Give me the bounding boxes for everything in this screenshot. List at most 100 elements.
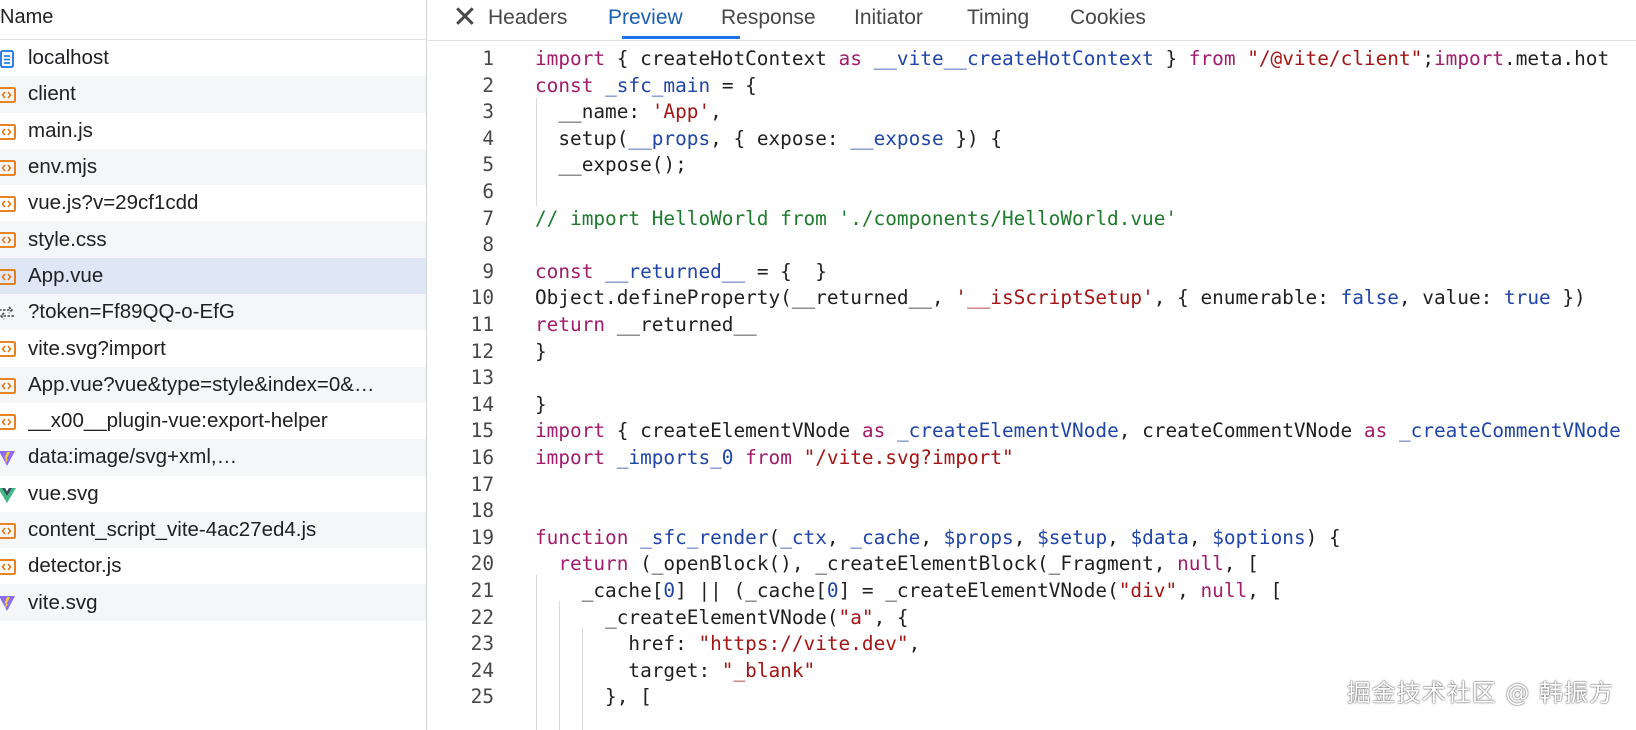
name-column-header[interactable]: Name <box>0 0 426 40</box>
code-token: } <box>535 392 547 416</box>
line-number: 17 <box>470 472 494 496</box>
code-token: __returned__ <box>605 259 746 283</box>
tab-response[interactable]: Response <box>721 6 816 29</box>
line-number: 6 <box>482 180 494 203</box>
code-token: { createHotContext <box>605 47 839 70</box>
code-text: return (_openBlock(), _createElementBloc… <box>535 550 1258 578</box>
request-row[interactable]: client <box>0 76 426 113</box>
close-icon[interactable]: ✕ <box>452 1 478 34</box>
line-number: 25 <box>470 685 494 709</box>
line-number: 23 <box>470 632 494 656</box>
code-token: as <box>838 47 862 70</box>
code-text: const __returned__ = { } <box>535 258 827 286</box>
line-number: 8 <box>482 233 494 257</box>
script-icon <box>0 86 18 104</box>
code-token: '__isScriptSetup' <box>955 286 1154 310</box>
line-number: 20 <box>470 552 494 576</box>
watermark: 掘金技术社区 @ 韩振方 <box>1346 679 1614 707</box>
script-icon <box>0 522 18 540</box>
request-row[interactable]: main.js <box>0 113 426 149</box>
line-number: 24 <box>470 658 494 682</box>
code-text: }, [ <box>535 683 652 711</box>
request-row[interactable]: __x00__plugin-vue:export-helper <box>0 403 426 439</box>
code-text: const _sfc_main = { <box>535 72 757 100</box>
indent-guide <box>536 98 537 206</box>
indent-guide <box>536 575 537 730</box>
code-token: 'App' <box>651 100 711 124</box>
line-number: 4 <box>482 126 494 150</box>
code-token: null <box>1200 579 1248 602</box>
line-number: 13 <box>470 366 494 390</box>
script-icon <box>0 377 18 395</box>
request-row[interactable]: vue.svg <box>0 476 426 512</box>
code-token: _sfc_render <box>640 525 769 549</box>
code-line: 6 <box>428 178 1636 206</box>
code-token: // import HelloWorld from './components/… <box>535 206 1178 230</box>
tab-preview[interactable]: Preview <box>608 6 683 29</box>
request-name: __x00__plugin-vue:export-helper <box>28 409 328 433</box>
code-token: "a" <box>838 605 874 629</box>
code-token: , { <box>873 605 909 629</box>
code-token <box>862 47 874 70</box>
code-text: import { createHotContext as __vite__cre… <box>535 45 1609 73</box>
code-token: _ctx <box>780 525 827 549</box>
request-row[interactable]: App.vue?vue&type=style&index=0&… <box>0 366 426 403</box>
code-token: __expose(); <box>535 153 687 177</box>
tab-timing[interactable]: Timing <box>967 6 1030 29</box>
request-row[interactable]: data:image/svg+xml,… <box>0 439 426 476</box>
code-line: 12} <box>428 338 1636 366</box>
code-token: = { } <box>745 259 827 283</box>
code-token: ( <box>768 525 781 549</box>
request-row[interactable]: App.vue <box>0 257 426 295</box>
code-token <box>593 74 605 97</box>
request-row[interactable]: localhost <box>0 40 426 76</box>
tab-headers[interactable]: Headers <box>488 6 568 29</box>
code-line: 5 __expose(); <box>428 151 1636 179</box>
vue-logo-icon <box>0 486 18 504</box>
request-row[interactable]: style.css <box>0 221 426 258</box>
request-row[interactable]: vue.js?v=29cf1cdd <box>0 185 426 221</box>
request-row[interactable]: ?token=Ff89QQ-o-EfG <box>0 294 426 331</box>
tab-cookies[interactable]: Cookies <box>1070 6 1146 29</box>
code-text: function _sfc_render(_ctx, _cache, $prop… <box>535 524 1341 552</box>
code-token <box>605 446 617 469</box>
code-token: "_blank" <box>721 658 816 682</box>
code-text: _createElementVNode("a", { <box>535 604 909 632</box>
request-name: client <box>28 82 76 106</box>
request-row[interactable]: vite.svg?import <box>0 330 426 366</box>
code-text: _cache[0] || (_cache[0] = _createElement… <box>535 577 1283 605</box>
request-row[interactable]: content_script_vite-4ac27ed4.js <box>0 511 426 549</box>
code-line: 25 }, [ <box>428 683 1636 711</box>
indent-guide <box>582 628 583 730</box>
code-token: const <box>535 259 594 283</box>
line-number: 5 <box>482 153 494 177</box>
code-token: _imports_0 <box>616 446 734 469</box>
request-name: vue.svg <box>28 481 99 505</box>
request-name: localhost <box>28 46 109 70</box>
code-text: __name: 'App', <box>535 98 721 126</box>
code-token: , <box>1013 525 1038 549</box>
code-token <box>628 526 640 549</box>
code-token: const <box>535 73 594 97</box>
code-token: from <box>1188 47 1236 70</box>
tab-initiator[interactable]: Initiator <box>854 6 923 29</box>
line-number: 16 <box>470 446 494 469</box>
vite-logo-icon <box>0 449 18 467</box>
request-row[interactable]: vite.svg <box>0 584 426 621</box>
request-row[interactable]: env.mjs <box>0 148 426 186</box>
request-name: env.mjs <box>28 155 98 179</box>
active-tab-indicator <box>622 36 740 39</box>
request-name: main.js <box>28 118 93 142</box>
code-token: href: <box>535 632 699 656</box>
request-row[interactable]: detector.js <box>0 548 426 584</box>
code-text: // import HelloWorld from './components/… <box>535 205 1177 233</box>
code-token: { createElementVNode <box>605 419 862 443</box>
code-line: 24 target: "_blank" <box>428 657 1636 685</box>
code-line: 23 href: "https://vite.dev", <box>428 630 1636 658</box>
code-text: __expose(); <box>535 151 687 179</box>
